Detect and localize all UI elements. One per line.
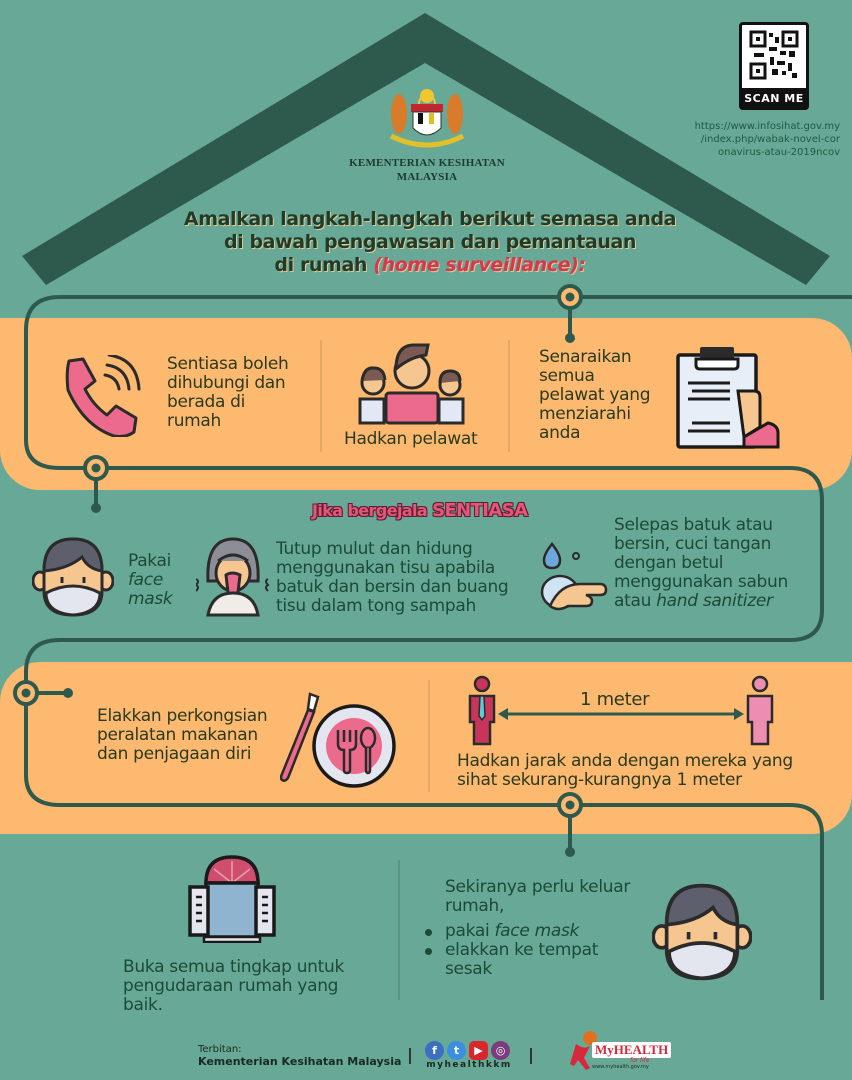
face-mask-person-icon [651, 883, 753, 985]
footer-divider [409, 1048, 411, 1064]
qr-code-icon [749, 30, 799, 80]
keep-distance-text: Hadkan jarak anda dengan mereka yang sih… [457, 751, 793, 790]
page-headline: Amalkan langkah-langkah berikut semasa a… [183, 208, 677, 276]
social-handle: myhealthkkm [426, 1060, 512, 1070]
window-icon [188, 855, 276, 947]
cover-mouth-text: Tutup mulut dan hidung menggunakan tisu … [276, 539, 509, 616]
going-out-text: Sekiranya perlu keluar rumah, pakai face… [423, 878, 643, 979]
youtube-icon[interactable]: ▶ [469, 1041, 488, 1060]
bullet-wear-mask: pakai face mask [423, 922, 643, 941]
divider [398, 860, 400, 1000]
footer-divider [530, 1048, 532, 1064]
face-mask-person-icon [31, 537, 115, 621]
if-symptomatic-title: Jika bergejala SENTIASA [312, 500, 528, 521]
scan-me-label: SCAN ME [739, 88, 809, 110]
coat-of-arms-icon [389, 89, 465, 148]
qr-code[interactable]: SCAN ME [739, 22, 809, 110]
wear-face-mask-text: Pakai face mask [128, 551, 173, 609]
home-surveillance-highlight: (home surveillance): [373, 254, 586, 276]
avoid-sharing-text: Elakkan perkongsian peralatan makanan da… [97, 706, 268, 764]
hand-washing-icon [540, 540, 608, 620]
myhealth-figure-icon [570, 1031, 597, 1070]
ministry-caption: KEMENTERIAN KESIHATAN MALAYSIA [349, 157, 505, 183]
kkm-emblem [385, 86, 469, 154]
phone-icon [55, 353, 141, 441]
divider [428, 680, 430, 792]
publisher-block: Terbitan: Kementerian Kesihatan Malaysia [198, 1044, 402, 1068]
contactable-text: Sentiasa boleh dihubungi dan berada di r… [167, 354, 289, 431]
divider [508, 340, 510, 452]
limit-visitors-text: Hadkan pelawat [344, 429, 478, 449]
social-distance-icon [466, 674, 776, 750]
twitter-icon[interactable]: t [447, 1041, 466, 1060]
sneezing-person-icon [194, 537, 270, 621]
instagram-icon[interactable]: ◎ [491, 1041, 510, 1060]
group-people-icon [356, 343, 468, 429]
distance-label: 1 meter [580, 689, 650, 710]
toothbrush-plate-cutlery-icon [279, 690, 398, 794]
divider [320, 340, 322, 452]
myhealth-logo[interactable]: MyHEALTH for life www.myhealth.gov.my [570, 1030, 672, 1074]
info-url[interactable]: https://www.infosihat.gov.my /index.php/… [694, 121, 840, 158]
facebook-icon[interactable]: f [425, 1041, 444, 1060]
open-windows-text: Buka semua tingkap untuk pengudaraan rum… [123, 957, 345, 1015]
wash-hands-text: Selepas batuk atau bersin, cuci tangan d… [614, 515, 788, 611]
clipboard-icon [674, 345, 784, 453]
list-visitors-text: Senaraikan semua pelawat yang menziarahi… [539, 347, 651, 443]
